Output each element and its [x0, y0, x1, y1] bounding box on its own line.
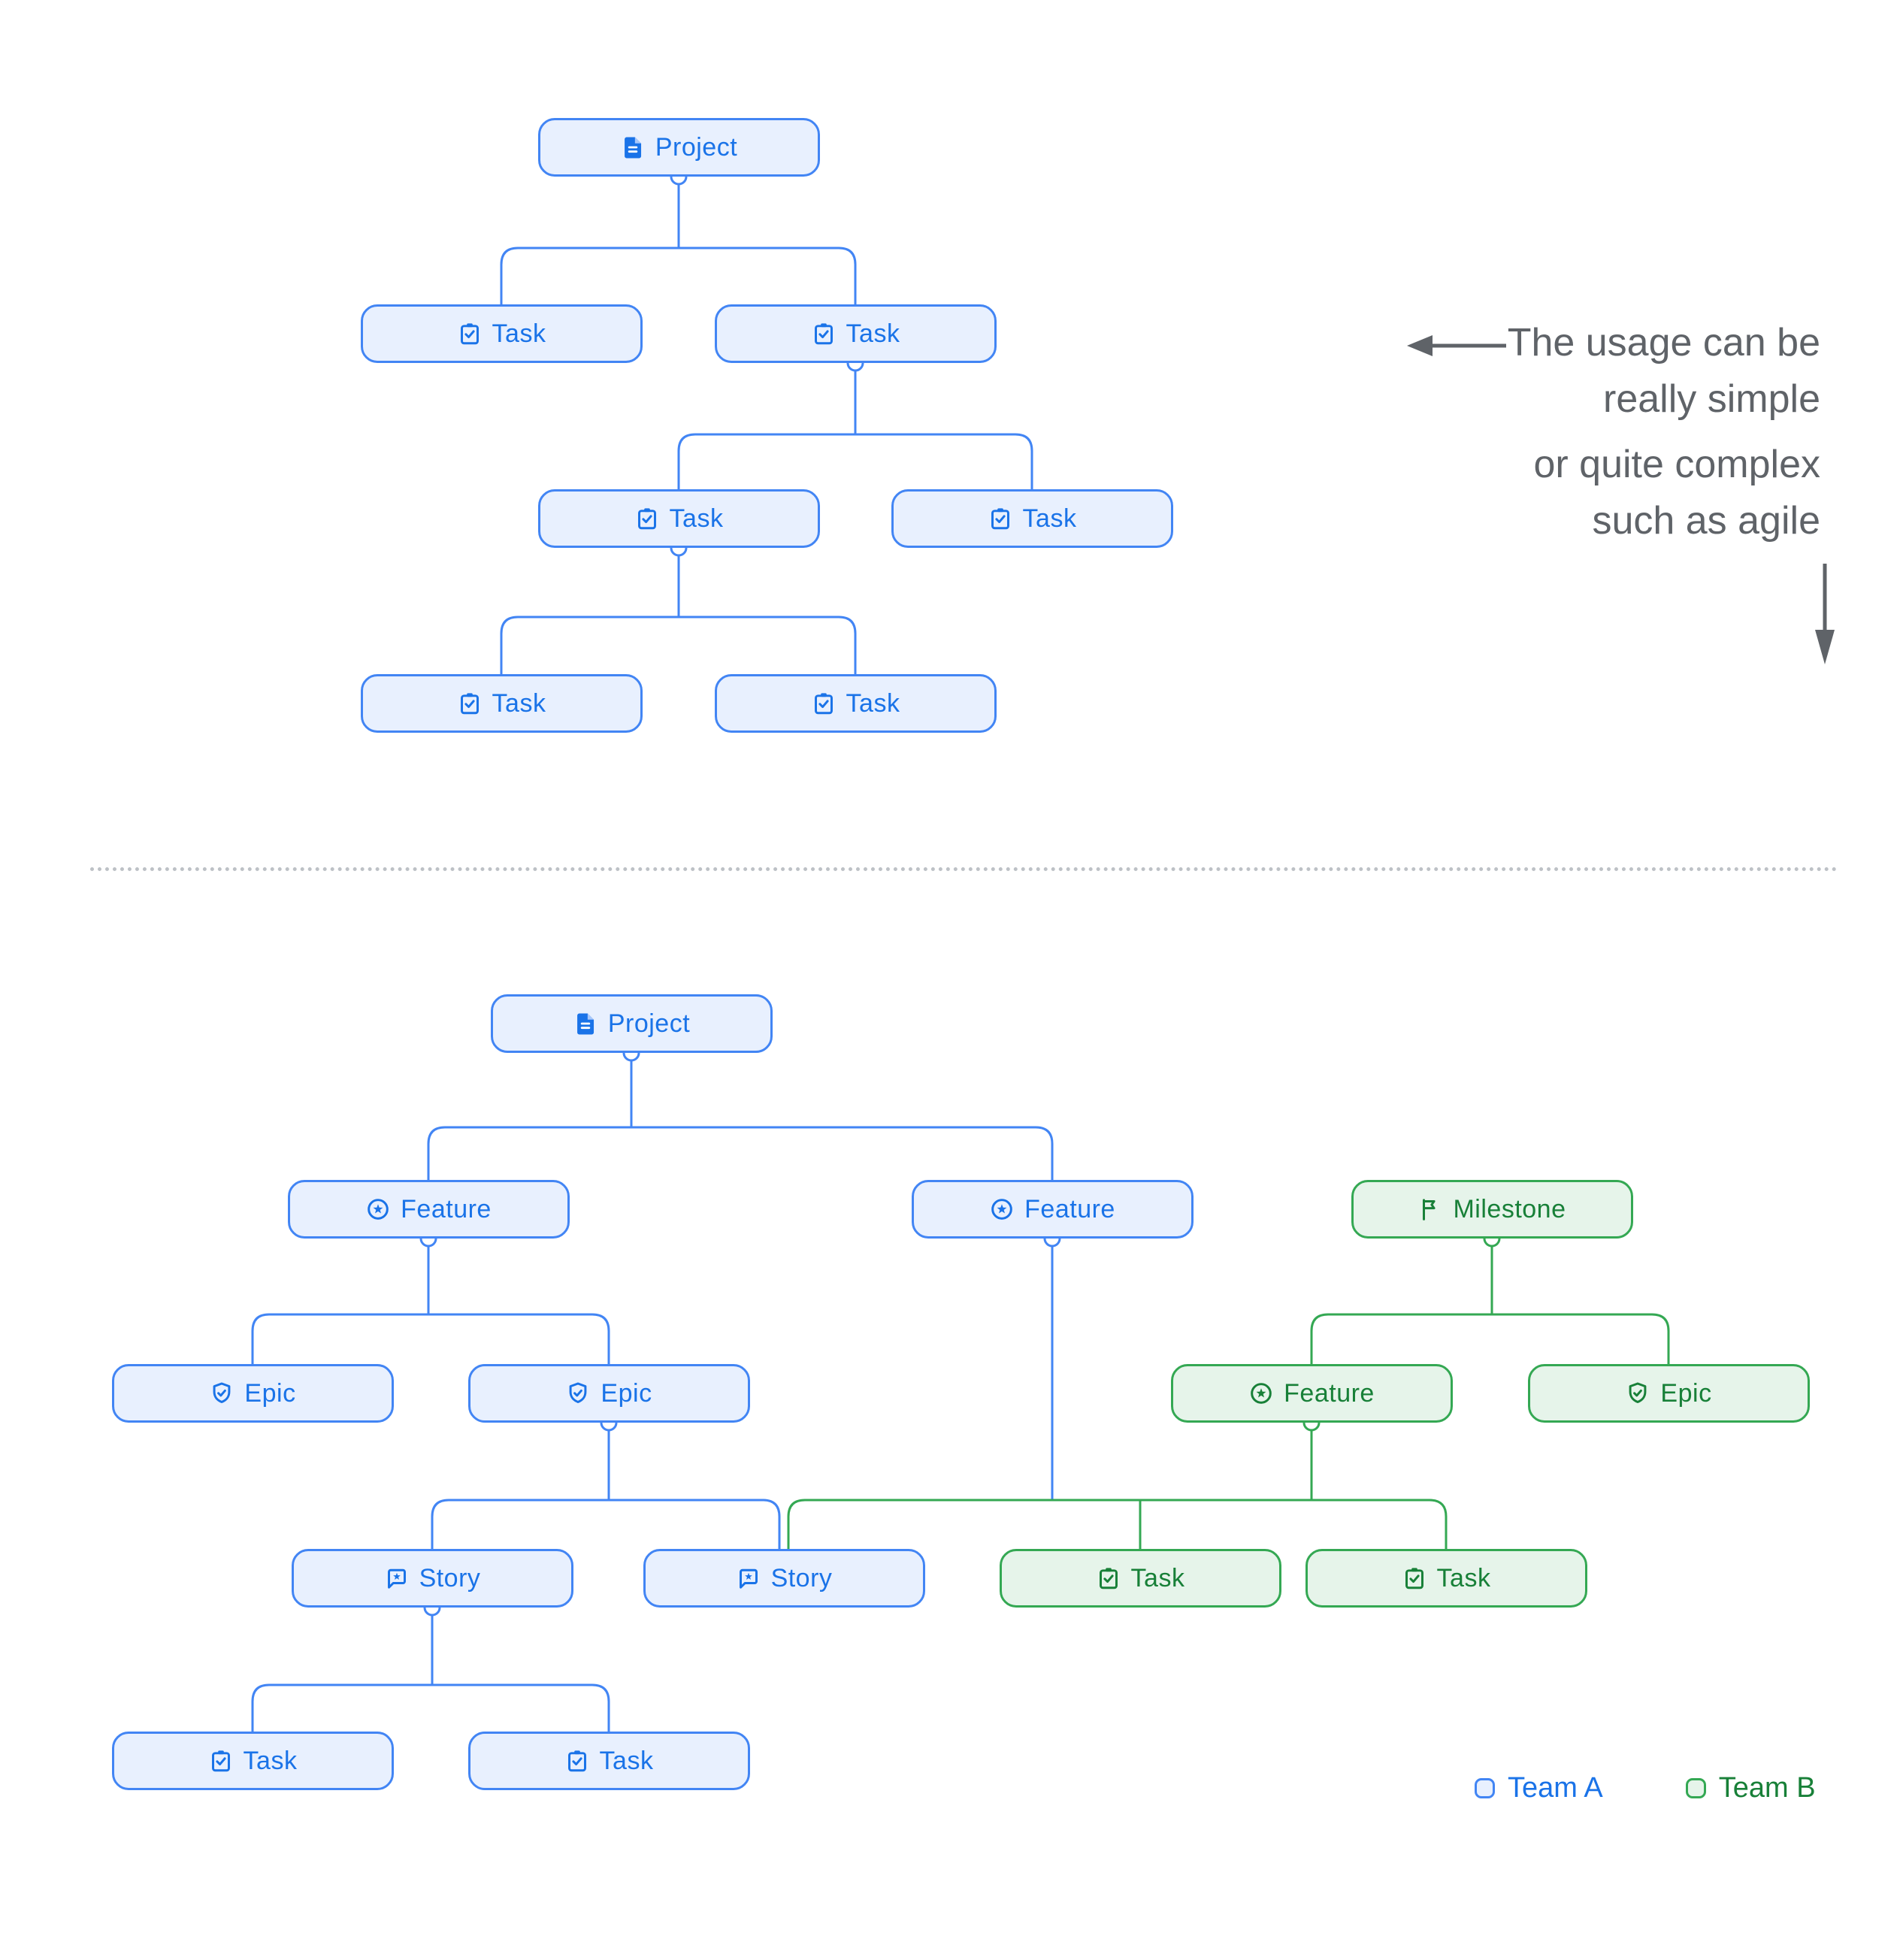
- node-task: Task: [360, 674, 643, 733]
- node-label: Task: [1130, 1563, 1185, 1592]
- annotation-text: The usage can be really simple or quite …: [1508, 315, 1820, 549]
- node-task: Task: [714, 674, 997, 733]
- connector-path: [1310, 1239, 1670, 1364]
- annotation-line: such as agile: [1592, 499, 1820, 543]
- task-icon: [814, 323, 833, 345]
- down-arrow-icon: [1815, 564, 1835, 664]
- legend-label: Team A: [1508, 1772, 1603, 1804]
- task-icon: [460, 693, 479, 715]
- legend-item-team-b: Team B: [1685, 1772, 1816, 1804]
- node-epic: Epic: [111, 1364, 394, 1423]
- legend-label: Team B: [1718, 1772, 1816, 1804]
- story-icon: [739, 1568, 758, 1589]
- feature-icon: [368, 1199, 389, 1220]
- epic-icon: [570, 1382, 587, 1403]
- feature-icon: [1251, 1383, 1272, 1404]
- node-task: Task: [360, 304, 643, 363]
- node-label: Feature: [1284, 1378, 1375, 1408]
- connector-path: [427, 1053, 1054, 1180]
- team-b-swatch-icon: [1685, 1778, 1706, 1798]
- task-icon: [991, 508, 1009, 530]
- node-label: Project: [655, 132, 738, 162]
- task-icon: [1405, 1568, 1423, 1589]
- feature-icon: [991, 1199, 1012, 1220]
- node-story: Story: [291, 1549, 573, 1608]
- node-label: Story: [770, 1563, 833, 1592]
- node-epic: Epic: [1527, 1364, 1810, 1423]
- epic-icon: [213, 1382, 231, 1403]
- node-task: Task: [467, 1732, 750, 1790]
- node-task: Task: [891, 489, 1173, 548]
- node-story: Story: [643, 1549, 925, 1608]
- connector-path: [787, 1499, 1448, 1549]
- node-label: Task: [1022, 504, 1077, 533]
- node-project: Project: [490, 994, 773, 1053]
- task-icon: [567, 1750, 586, 1772]
- node-label: Story: [419, 1563, 481, 1592]
- connector-path: [251, 1608, 610, 1732]
- node-milestone: Milestone: [1351, 1180, 1633, 1239]
- legend: Team A Team B: [1475, 1772, 1816, 1804]
- document-icon: [624, 137, 641, 159]
- node-feature: Feature: [911, 1180, 1194, 1239]
- connector-path: [251, 1239, 610, 1364]
- connector-path: [431, 1423, 781, 1549]
- node-label: Task: [1436, 1563, 1491, 1592]
- node-label: Project: [607, 1009, 691, 1038]
- node-label: Task: [492, 688, 546, 718]
- epic-icon: [1629, 1382, 1647, 1403]
- node-label: Feature: [1024, 1194, 1115, 1223]
- node-task: Task: [111, 1732, 394, 1790]
- task-icon: [460, 323, 479, 345]
- node-label: Task: [492, 319, 546, 348]
- node-task: Task: [999, 1549, 1281, 1608]
- left-arrow-icon: [1407, 335, 1506, 356]
- node-task: Task: [714, 304, 997, 363]
- node-label: Task: [599, 1746, 654, 1775]
- legend-item-team-a: Team A: [1475, 1772, 1603, 1804]
- annotation-line: or quite complex: [1533, 443, 1820, 486]
- team-a-swatch-icon: [1475, 1778, 1495, 1798]
- annotation-line: The usage can be: [1507, 321, 1820, 364]
- node-feature: Feature: [1170, 1364, 1453, 1423]
- node-label: Milestone: [1453, 1194, 1566, 1223]
- document-icon: [576, 1013, 594, 1035]
- node-label: Task: [243, 1746, 298, 1775]
- connector-path: [677, 363, 1033, 489]
- task-icon: [211, 1750, 230, 1772]
- dotted-divider: [90, 867, 1838, 871]
- node-label: Task: [669, 504, 724, 533]
- node-epic: Epic: [467, 1364, 750, 1423]
- connector-path: [500, 177, 857, 304]
- node-project: Project: [537, 118, 820, 177]
- milestone-icon: [1423, 1199, 1436, 1220]
- node-label: Task: [846, 688, 900, 718]
- task-icon: [814, 693, 833, 715]
- story-icon: [387, 1568, 406, 1589]
- node-task: Task: [1305, 1549, 1587, 1608]
- node-label: Epic: [601, 1378, 652, 1408]
- task-icon: [637, 508, 656, 530]
- node-label: Epic: [244, 1378, 296, 1408]
- annotation-line: really simple: [1603, 377, 1820, 421]
- node-label: Feature: [401, 1194, 492, 1223]
- node-label: Task: [846, 319, 900, 348]
- node-label: Epic: [1660, 1378, 1712, 1408]
- node-feature: Feature: [287, 1180, 570, 1239]
- task-icon: [1099, 1568, 1118, 1589]
- connector-path: [500, 548, 857, 674]
- node-task: Task: [537, 489, 820, 548]
